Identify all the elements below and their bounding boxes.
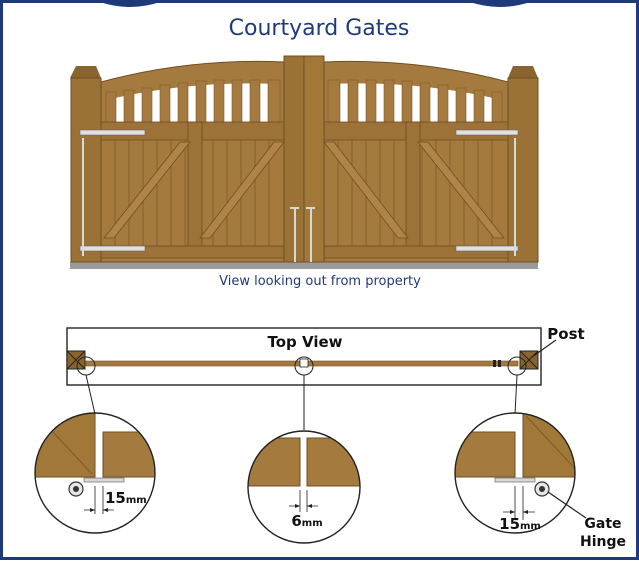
detail-left-gap-value: 15 xyxy=(105,489,126,507)
hinge-straps xyxy=(79,129,519,256)
post-label: Post xyxy=(547,325,584,343)
detail-center: 6mm xyxy=(247,430,361,544)
detail-left-gap-unit: mm xyxy=(126,495,147,506)
top-decoration-right xyxy=(469,0,531,7)
top-view xyxy=(66,327,557,430)
top-view-label: Top View xyxy=(267,333,342,351)
post-pointer-line xyxy=(531,339,557,358)
top-decoration-left xyxy=(99,0,161,7)
detail-right-gap-value: 15 xyxy=(499,515,520,533)
right-post xyxy=(507,77,539,263)
svg-text:6mm: 6mm xyxy=(291,512,322,530)
left-post-cap xyxy=(70,66,101,78)
front-view-caption: View looking out from property xyxy=(219,274,421,289)
detail-right: 15mm Gate Hinge xyxy=(454,412,626,550)
front-view xyxy=(70,55,539,269)
detail-right-gap-unit: mm xyxy=(520,521,541,532)
svg-text:15mm: 15mm xyxy=(499,515,541,533)
center-post-right xyxy=(303,55,325,263)
leader-left xyxy=(85,374,96,415)
svg-text:15mm: 15mm xyxy=(105,489,147,507)
left-post xyxy=(70,77,102,263)
gate-hinge-pointer xyxy=(547,491,587,519)
gate-hinge-label-line2: Hinge xyxy=(580,534,626,550)
top-view-left-post xyxy=(66,350,86,370)
leader-right xyxy=(514,374,518,415)
diagram-title: Courtyard Gates xyxy=(229,16,410,41)
left-gate-leaf xyxy=(100,60,285,263)
right-gate-leaf xyxy=(323,60,509,263)
right-post-cap xyxy=(508,66,538,78)
detail-center-gap-unit: mm xyxy=(302,518,323,529)
ground-strip xyxy=(70,262,538,269)
top-view-right-post xyxy=(519,350,539,370)
drop-bolts xyxy=(290,207,315,262)
detail-center-gap-value: 6 xyxy=(291,512,301,530)
detail-left: 15mm xyxy=(34,412,156,534)
gate-hinge-label-line1: Gate xyxy=(584,516,621,532)
